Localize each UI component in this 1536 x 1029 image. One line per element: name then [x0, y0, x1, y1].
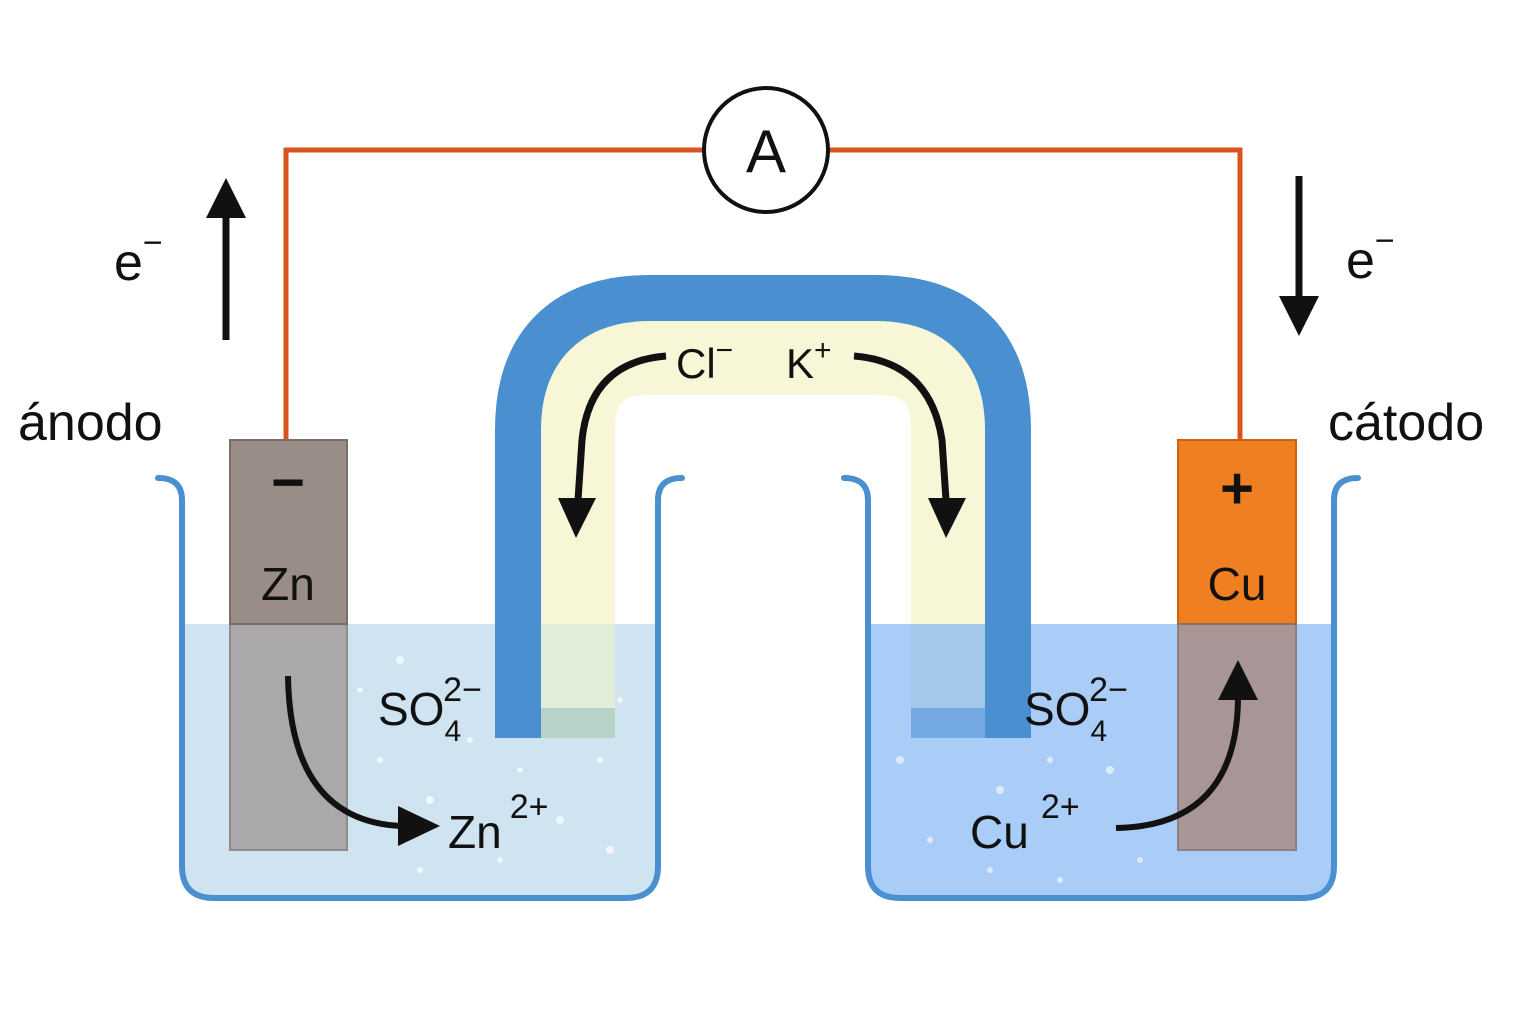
- copper-deposition-arrow-icon: [1115, 699, 1241, 831]
- copper-deposition-arrow-head-icon: [1218, 660, 1258, 700]
- salt-bridge-right-plug: [911, 708, 985, 738]
- salt-bridge-left-submerged: [541, 624, 615, 708]
- electron-label-left: e−: [114, 224, 163, 292]
- left-beaker: [155, 475, 685, 901]
- chloride-ion-label: Cl−: [676, 334, 733, 387]
- salt-bridge-left-plug: [541, 708, 615, 738]
- potassium-ion-label: K+: [786, 334, 832, 387]
- electron-arrow-up-head-icon: [206, 178, 246, 218]
- zinc-ion-release-arrow-icon: [285, 675, 401, 829]
- salt-bridge-right-submerged: [911, 624, 985, 708]
- left-solution-particles: [357, 656, 623, 873]
- potassium-arrow-head-icon: [928, 498, 966, 538]
- anode-label: ánodo: [18, 394, 163, 452]
- cathode-label: cátodo: [1328, 394, 1484, 452]
- copper-symbol: Cu: [1208, 558, 1267, 610]
- electron-label-right: e−: [1346, 222, 1395, 290]
- zinc-ion-arrow-head-icon: [398, 806, 440, 846]
- zinc-electrode: − Zn: [229, 439, 348, 851]
- salt-bridge-outer: [495, 275, 1031, 738]
- ammeter: A: [702, 86, 830, 214]
- chloride-arrow-head-icon: [558, 498, 596, 538]
- electron-arrow-down-head-icon: [1279, 296, 1319, 336]
- salt-bridge-fill: [541, 321, 985, 738]
- electron-flow-left: e−: [114, 178, 246, 340]
- external-wire: [283, 147, 1243, 440]
- electron-flow-right: e−: [1279, 176, 1395, 336]
- ammeter-circle: [702, 86, 830, 214]
- zinc-symbol: Zn: [261, 558, 315, 610]
- copper-electrode: + Cu: [1177, 439, 1297, 851]
- copper-sign: +: [1220, 456, 1254, 521]
- left-sulfate-label: SO42−: [378, 671, 482, 748]
- salt-bridge: [495, 275, 1031, 738]
- potassium-flow-arrow-icon: [853, 352, 950, 501]
- right-sulfate-label: SO42−: [1024, 671, 1128, 748]
- right-beaker: [841, 475, 1361, 901]
- ammeter-symbol: A: [746, 118, 786, 185]
- chloride-flow-arrow-icon: [574, 352, 667, 501]
- zinc-sign: −: [271, 450, 305, 515]
